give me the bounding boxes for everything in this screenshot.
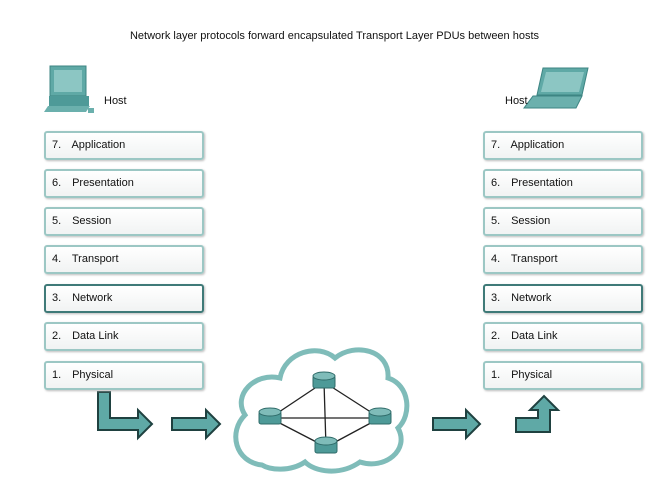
- right-layer-application: 7. Application: [483, 131, 643, 160]
- laptop-icon: [523, 67, 589, 109]
- desktop-computer-icon: [44, 65, 94, 113]
- right-layer-presentation: 6. Presentation: [483, 169, 643, 198]
- left-layer-network: 3. Network: [44, 284, 204, 313]
- right-up-arrow: [515, 394, 561, 433]
- router-icon: [258, 407, 282, 425]
- layer-number: 2.: [491, 330, 501, 342]
- right-layer-transport: 4. Transport: [483, 245, 643, 274]
- layer-name: Application: [71, 139, 126, 151]
- layer-name: Session: [511, 215, 551, 227]
- layer-number: 3.: [52, 292, 62, 304]
- layer-name: Session: [72, 215, 112, 227]
- layer-number: 1.: [52, 369, 62, 381]
- down-right-arrow: [97, 391, 154, 441]
- diagram-title: Network layer protocols forward encapsul…: [129, 30, 540, 42]
- layer-number: 6.: [52, 177, 62, 189]
- router-icon: [314, 436, 338, 454]
- layer-number: 4.: [52, 253, 62, 265]
- layer-name: Data Link: [511, 330, 558, 342]
- right-layer-data-link: 2. Data Link: [483, 322, 643, 351]
- layer-name: Transport: [510, 253, 558, 265]
- network-cloud: [233, 347, 410, 474]
- right-layer-physical: 1. Physical: [483, 361, 643, 390]
- right-layer-session: 5. Session: [483, 207, 643, 236]
- layer-name: Presentation: [511, 177, 573, 189]
- right-host-label: Host: [505, 95, 528, 107]
- left-layer-data-link: 2. Data Link: [44, 322, 204, 351]
- router-icon: [312, 371, 336, 389]
- right-arrow-to-cloud: [171, 407, 222, 441]
- layer-name: Application: [510, 139, 565, 151]
- layer-number: 5.: [491, 215, 501, 227]
- layer-name: Presentation: [72, 177, 134, 189]
- layer-name: Data Link: [72, 330, 119, 342]
- layer-number: 7.: [52, 139, 62, 151]
- layer-name: Physical: [72, 369, 114, 381]
- layer-name: Network: [511, 292, 552, 304]
- left-layer-session: 5. Session: [44, 207, 204, 236]
- left-layer-presentation: 6. Presentation: [44, 169, 204, 198]
- layer-number: 6.: [491, 177, 501, 189]
- right-layer-network: 3. Network: [483, 284, 643, 313]
- left-host-label: Host: [104, 95, 127, 107]
- layer-number: 2.: [52, 330, 62, 342]
- layer-number: 4.: [491, 253, 501, 265]
- layer-name: Transport: [71, 253, 119, 265]
- layer-number: 5.: [52, 215, 62, 227]
- layer-name: Network: [72, 292, 113, 304]
- layer-number: 3.: [491, 292, 501, 304]
- layer-number: 7.: [491, 139, 501, 151]
- layer-name: Physical: [511, 369, 553, 381]
- left-layer-physical: 1. Physical: [44, 361, 204, 390]
- left-layer-transport: 4. Transport: [44, 245, 204, 274]
- layer-number: 1.: [491, 369, 501, 381]
- right-arrow-from-cloud: [432, 407, 482, 441]
- router-icon: [368, 407, 392, 425]
- left-layer-application: 7. Application: [44, 131, 204, 160]
